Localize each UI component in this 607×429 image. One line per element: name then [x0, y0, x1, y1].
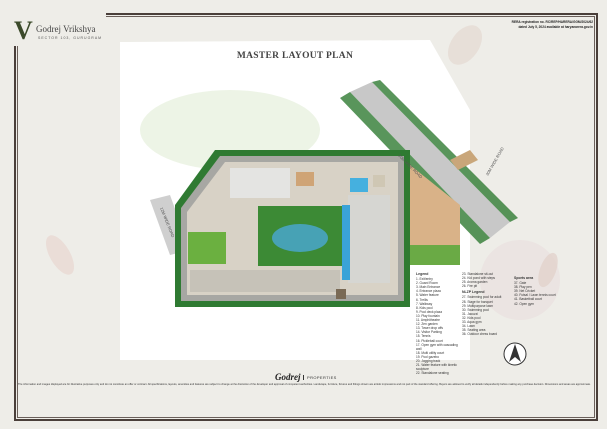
- legend-item: 35. Seating area: [462, 328, 486, 333]
- legend-item: 9. Pool deck plaza: [416, 309, 443, 314]
- legend-item: 19. Pool gazebo: [416, 354, 440, 359]
- legend-item: 24. Kid pond with steps: [462, 276, 495, 281]
- court: [373, 175, 385, 187]
- legend-item: 8. Kids pool: [416, 305, 433, 310]
- legend-item: 16. Pickleball court: [416, 338, 443, 343]
- legend-item: 26. Fire pit: [462, 284, 478, 289]
- brand-location: SECTOR 103, GURUGRAM: [38, 36, 103, 40]
- page-border: [14, 13, 598, 421]
- rera-line: dated July 5, 2024 available at haryanar…: [518, 24, 593, 29]
- legend-item: 30. Swimming pool: [462, 307, 489, 312]
- legend-item: 4. Entrance plaza: [416, 289, 441, 294]
- legend-item: 31. Jacuzzi: [462, 311, 478, 316]
- pool: [342, 205, 350, 280]
- legend-item: 25. Aroma garden: [462, 280, 488, 285]
- legend-item: 42. Open gym: [514, 301, 535, 306]
- leaf-decoration: [538, 252, 558, 288]
- legend-item: 40. Futsal / Lawn tennis court: [514, 293, 556, 298]
- legend-item: 29. Multipurpose lawn: [462, 303, 494, 308]
- legend-item: 3. Main Entrance: [416, 285, 441, 290]
- legend-item: 17. Open gym with cascading wall: [416, 342, 458, 351]
- leaf-decoration: [447, 25, 483, 65]
- leaf-decoration: [480, 240, 560, 320]
- lawn: [188, 232, 226, 264]
- brand-logo: V Godrej Vrikshya SECTOR 103, GURUGRAM: [6, 6, 106, 46]
- road-tree-line: [372, 80, 518, 222]
- leaf-decoration: [46, 235, 74, 275]
- legend-item: 10. Play fountain: [416, 313, 440, 318]
- legend-item: 22. Standalone seating: [416, 371, 449, 376]
- legend-item: 7. Walkway: [416, 301, 433, 306]
- brand-name: Godrej Vrikshya: [36, 24, 96, 34]
- legend-item: 2. Guard Room: [416, 281, 438, 286]
- legend-item: 6. Trellis: [416, 297, 428, 302]
- building-block: [190, 270, 340, 292]
- legend-item: 23. Standalone sit-out: [462, 272, 494, 276]
- legend-item: 27. Swimming pool for adult: [462, 295, 502, 300]
- logo-mark: V: [14, 16, 33, 45]
- legend-item: 21. Water feature with kinetic sculpture: [416, 363, 457, 372]
- godrej-logo: Godrej: [275, 372, 301, 382]
- north-arrow-icon: [509, 344, 521, 362]
- legend-item: 33. Aqua gym: [462, 320, 482, 325]
- legend-item: 13. Tower drop offs: [416, 326, 443, 331]
- legend-item: 15. Tennis: [416, 334, 431, 339]
- rera-info: RERA registration no. RC/REP/HARERA/GGM/…: [453, 20, 593, 29]
- sports-lawn: [410, 245, 460, 265]
- main-road: [350, 82, 510, 238]
- central-water-feature: [272, 224, 328, 252]
- road-label-right: 30M WIDE ROAD: [485, 146, 505, 176]
- godrej-properties-label: PROPERTIES: [303, 375, 337, 380]
- legend-heading: Legend: [416, 272, 429, 276]
- court: [296, 172, 314, 186]
- nlzp-heading: NLZP Legend: [462, 290, 485, 295]
- sports-heading: Sports area: [514, 276, 534, 280]
- pool: [350, 178, 368, 192]
- legend-item: 41. Basketball court: [514, 297, 542, 302]
- plot: [450, 150, 478, 170]
- legend-item: 28. Stage for banquet: [462, 299, 493, 304]
- legend-item: 18. Multi utility court: [416, 350, 445, 355]
- building-block: [230, 168, 290, 198]
- gazebo: [336, 289, 346, 299]
- legend-item: 14. Visitor Parking: [416, 330, 442, 335]
- legend-item: 37. Gate: [514, 281, 527, 286]
- legend-item: 34. Lawn: [462, 324, 475, 329]
- page-title: MASTER LAYOUT PLAN: [236, 51, 354, 61]
- sports-plot: [410, 165, 460, 245]
- rera-line: RERA registration no. RC/REP/HARERA/GGM/…: [511, 20, 593, 24]
- legend-item: 36. Outdoor chess board: [462, 332, 498, 337]
- legend-item: 1. Exit/entry: [416, 277, 433, 282]
- legend-item: 39. Net Cricket: [514, 289, 536, 294]
- legend-item: 20. Jogging track: [416, 358, 441, 363]
- legend-item: 38. Play pen: [514, 285, 532, 290]
- building-tower: [348, 195, 390, 283]
- page-border-inner: [17, 16, 595, 418]
- disclaimer: The information and images displayed are…: [18, 383, 591, 386]
- legend-item: 11. Amphitheatre: [416, 318, 440, 323]
- legend-item: 12. Zen garden: [416, 322, 438, 327]
- legend-item: 5. Water feature: [416, 293, 439, 298]
- legend-item: 32. Kids pool: [462, 315, 481, 320]
